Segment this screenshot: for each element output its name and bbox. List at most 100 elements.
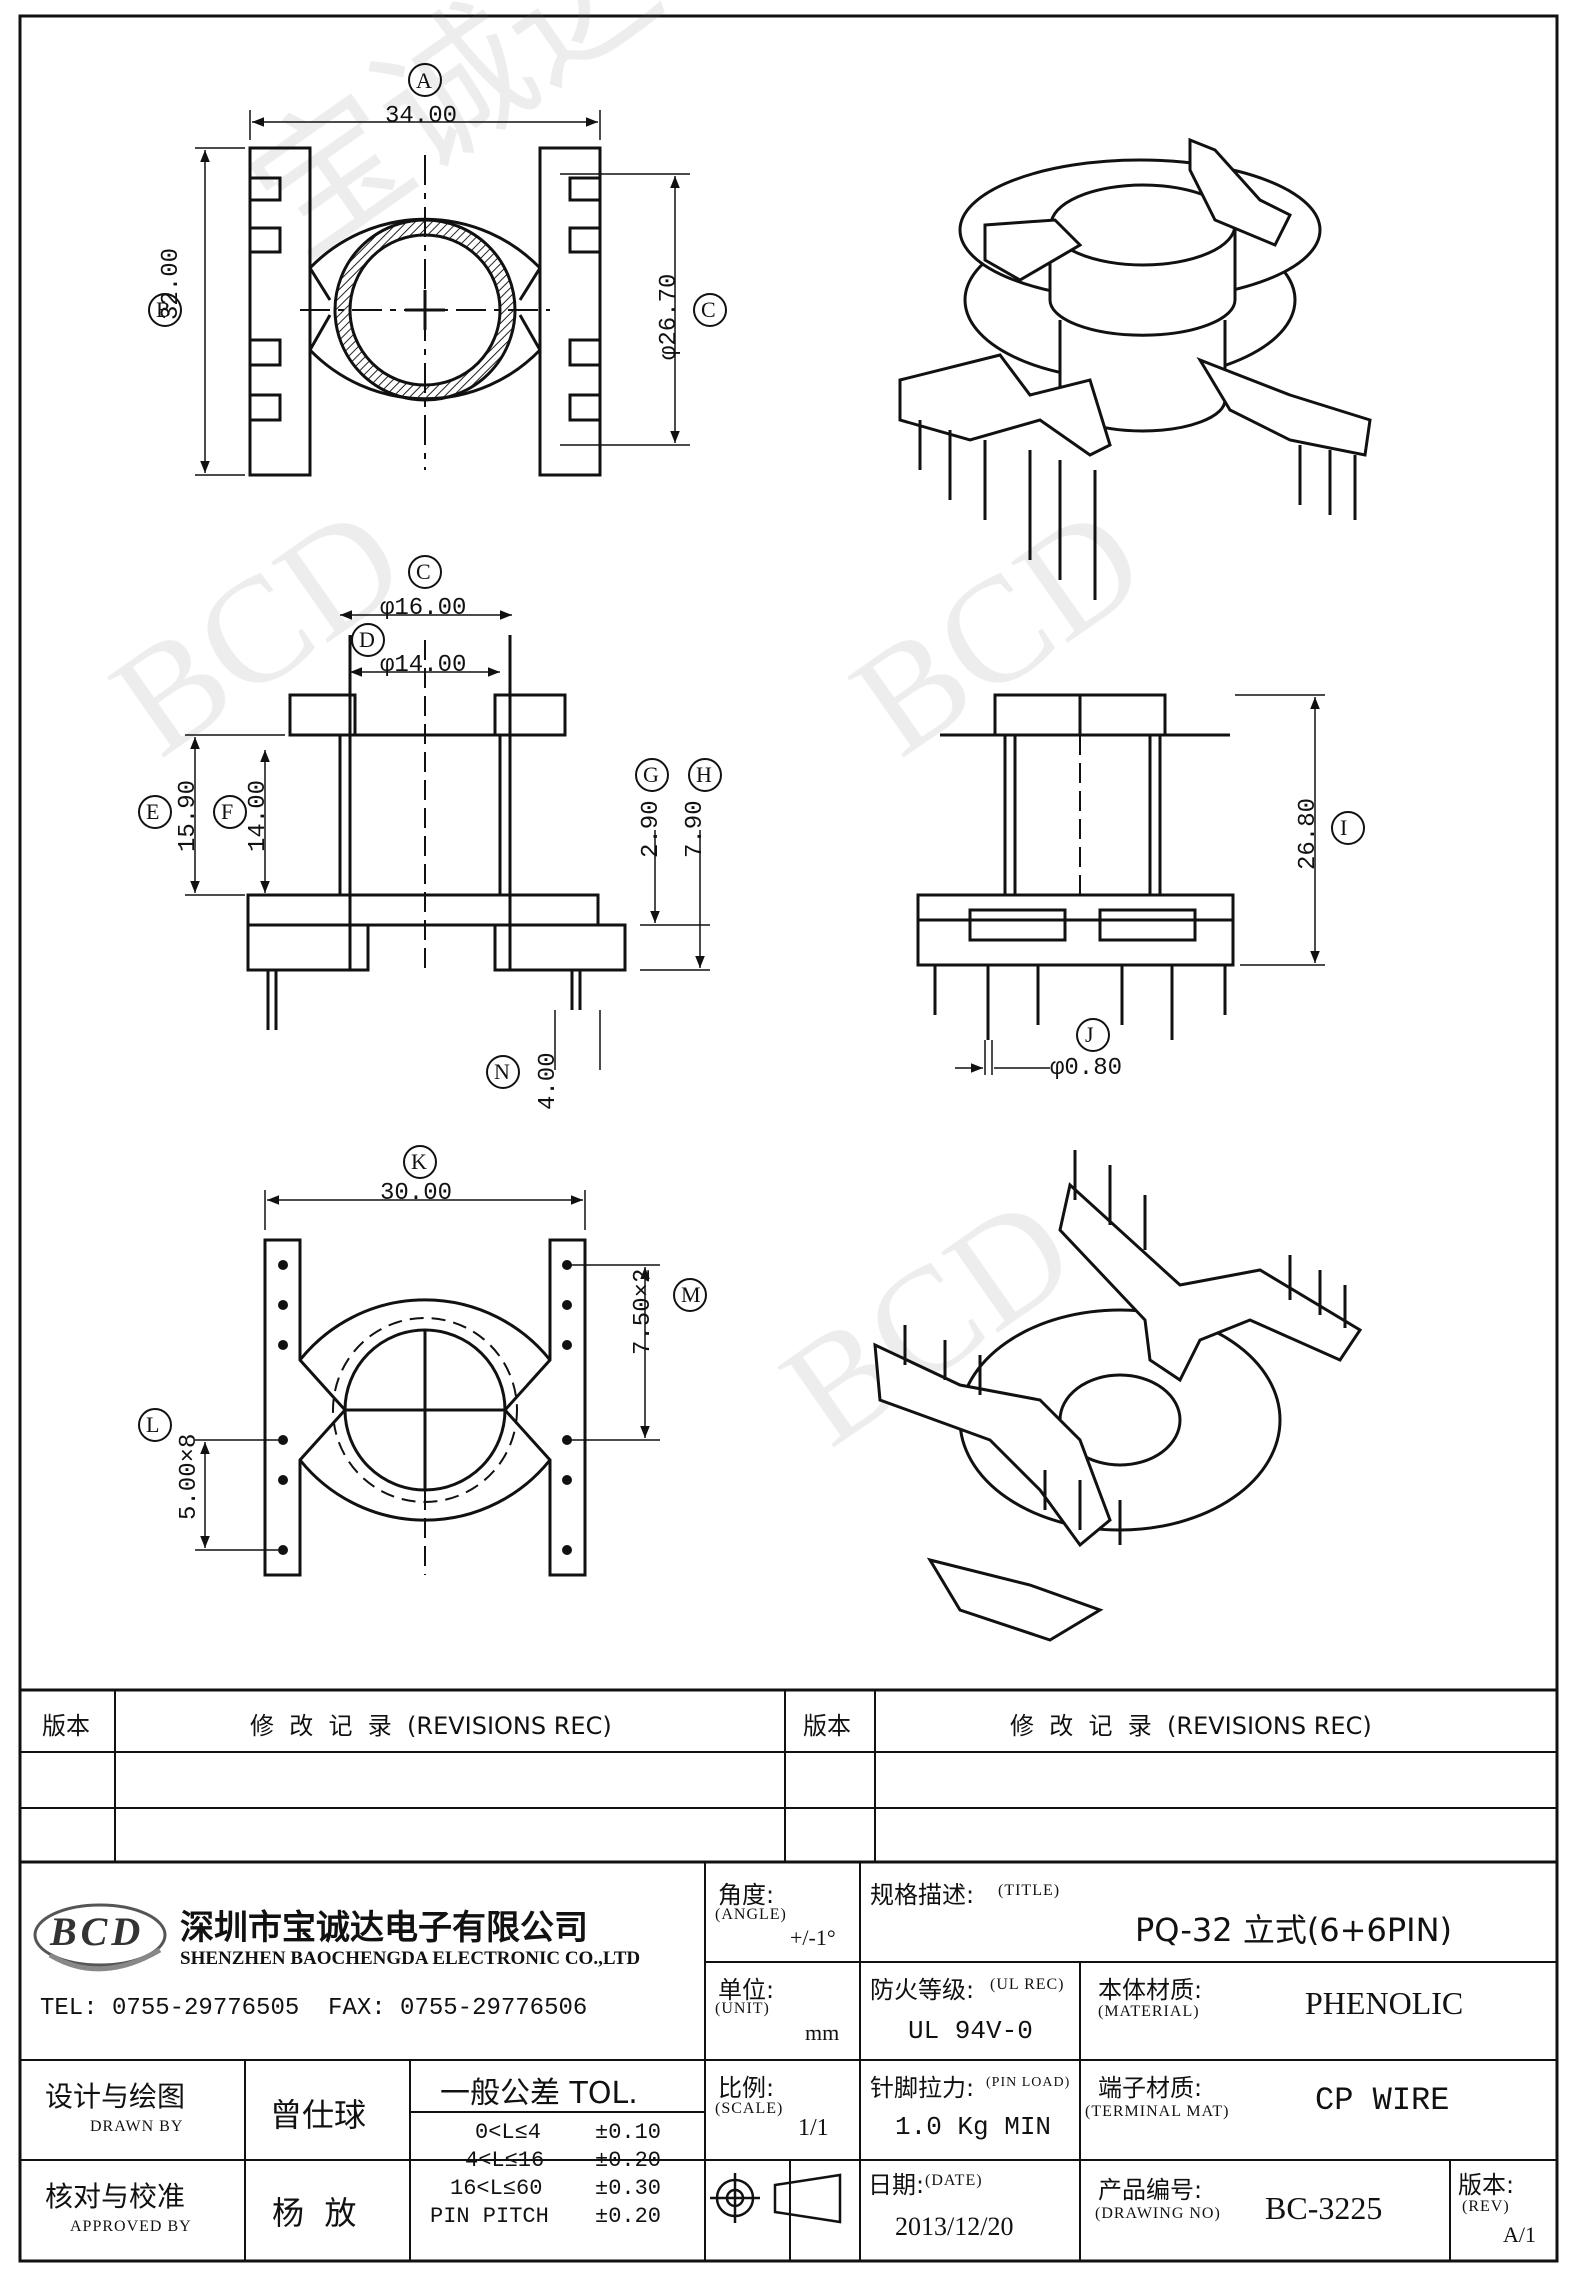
title-sub: (TITLE) [998, 1882, 1061, 1899]
pinload-sub: (PIN LOAD) [986, 2075, 1071, 2090]
dim-value-f: 14.00 [245, 779, 272, 852]
side-view [916, 693, 1235, 1040]
dim-value-j: φ0.80 [1050, 1055, 1123, 1082]
iso-view-top [898, 137, 1372, 600]
tol-row-1-range: 0<L≤4 [475, 2120, 542, 2145]
svg-text:BCD: BCD [84, 474, 432, 787]
scale-label: 比例: [718, 2074, 775, 2102]
title-value: PQ-32 立式(6+6PIN) [1135, 1911, 1452, 1949]
front-view [246, 635, 627, 1030]
dim-letter-f: F [221, 799, 234, 824]
angle-label: 角度: [718, 1881, 775, 1909]
material-label: 本体材质: [1098, 1976, 1203, 2004]
dim-value-a: 34.00 [385, 103, 458, 130]
tol-label: 一般公差 TOL. [440, 2076, 638, 2111]
angle-value: +/-1° [790, 1925, 836, 1950]
dim-letter-c-mid: C [416, 559, 431, 584]
dim-value-b: 32.00 [158, 247, 185, 320]
rev-ver-label-right: 版本 [803, 1712, 851, 1740]
rev-ver-label-left: 版本 [42, 1712, 90, 1740]
date-value: 2013/12/20 [895, 2212, 1014, 2241]
unit-sub: (UNIT) [715, 2000, 770, 2017]
tol-row-3-range: 16<L≤60 [450, 2176, 543, 2201]
side-view-dims [955, 694, 1365, 1075]
dim-letter-b: B [156, 297, 171, 322]
drawn-value: 曾仕球 [270, 2096, 367, 2134]
terminal-sub: (TERMINAL MAT) [1085, 2103, 1230, 2120]
approved-label: 核对与校准 [45, 2180, 186, 2213]
iso-view-bottom [873, 1150, 1363, 1642]
pinload-label: 针脚拉力: [870, 2074, 975, 2102]
approved-value: 杨 放 [272, 2194, 357, 2232]
ul-label: 防火等级: [870, 1976, 975, 2004]
unit-value: mm [805, 2020, 840, 2045]
material-value: PHENOLIC [1305, 1985, 1464, 2021]
dim-value-c-mid: φ16.00 [380, 595, 467, 622]
bottom-view [263, 1238, 587, 1577]
dim-letter-n: N [494, 1059, 510, 1084]
dim-value-n: 4.00 [535, 1052, 562, 1110]
dim-value-m: 7.50×2 [630, 1268, 657, 1355]
dim-letter-c-top: C [701, 297, 716, 322]
drawn-sub: DRAWN BY [90, 2118, 184, 2135]
svg-text:BCD: BCD [824, 474, 1172, 787]
dim-letter-m: M [681, 1282, 701, 1307]
unit-label: 单位: [718, 1976, 775, 2004]
rev-rec-label-left: 修 改 记 录 (REVISIONS REC) [250, 1712, 612, 1740]
title-block-grid [20, 1862, 1557, 2261]
sheet-border [18, 14, 1559, 2263]
tol-row-2-range: 4<L≤16 [465, 2148, 545, 2173]
drawn-label: 设计与绘图 [45, 2080, 186, 2113]
dim-value-i: 26.80 [1295, 797, 1322, 870]
dim-letter-g: G [643, 762, 659, 787]
top-view [248, 146, 602, 477]
top-view-dims [148, 63, 727, 476]
material-sub: (MATERIAL) [1098, 2003, 1200, 2020]
tol-row-2-value: ±0.20 [595, 2148, 662, 2173]
tol-row-4-value: ±0.20 [595, 2204, 662, 2229]
pinload-value: 1.0 Kg MIN [895, 2112, 1052, 2142]
rev-sub: (REV) [1462, 2198, 1510, 2215]
dim-value-k: 30.00 [380, 1180, 453, 1207]
dim-letter-h: H [696, 762, 712, 787]
company-logo-text: BCD [50, 1909, 145, 1954]
drawing-sub: (DRAWING NO) [1095, 2205, 1221, 2222]
company-contact: TEL: 0755-29776505 FAX: 0755-29776506 [40, 1995, 588, 2022]
rev-label: 版本: [1458, 2171, 1515, 2199]
dim-letter-l: L [146, 1412, 160, 1437]
tol-row-4-range: PIN PITCH [430, 2204, 549, 2229]
dim-value-h: 7.90 [682, 800, 709, 858]
company-name-cn: 深圳市宝诚达电子有限公司 [180, 1908, 588, 1948]
title-label: 规格描述: [870, 1881, 975, 1909]
scale-value: 1/1 [798, 2115, 829, 2141]
terminal-label: 端子材质: [1098, 2074, 1203, 2102]
dim-value-d: φ14.00 [380, 652, 467, 679]
tol-row-1-value: ±0.10 [595, 2120, 662, 2145]
bottom-view-dims [138, 1145, 707, 1551]
ul-value: UL 94V-0 [908, 2016, 1033, 2046]
drawing-value: BC-3225 [1265, 2190, 1383, 2226]
dim-letter-j: J [1085, 1022, 1094, 1047]
approved-sub: APPROVED BY [70, 2218, 192, 2235]
dim-letter-d: D [359, 627, 375, 652]
revision-table [20, 1688, 1557, 1864]
dim-value-e: 15.90 [175, 779, 202, 852]
dim-letter-i: I [1340, 815, 1348, 840]
dim-value-c-top: φ26.70 [656, 273, 683, 360]
dim-letter-e: E [146, 799, 160, 824]
dim-letter-a: A [416, 68, 432, 93]
date-sub: (DATE) [925, 2172, 983, 2189]
angle-sub: (ANGLE) [715, 1906, 787, 1923]
terminal-value: CP WIRE [1315, 2082, 1450, 2119]
scale-sub: (SCALE) [715, 2100, 784, 2117]
company-logo [33, 1903, 167, 1972]
date-label: 日期: [868, 2171, 925, 2199]
projection-symbol-icon [710, 2173, 842, 2224]
drawing-label: 产品编号: [1098, 2176, 1203, 2204]
tol-row-3-value: ±0.30 [595, 2176, 662, 2201]
dim-value-l: 5.00×8 [176, 1433, 203, 1520]
company-name-en: SHENZHEN BAOCHENGDA ELECTRONIC CO.,LTD [180, 1948, 641, 1969]
ul-sub: (UL REC) [990, 1976, 1065, 1993]
